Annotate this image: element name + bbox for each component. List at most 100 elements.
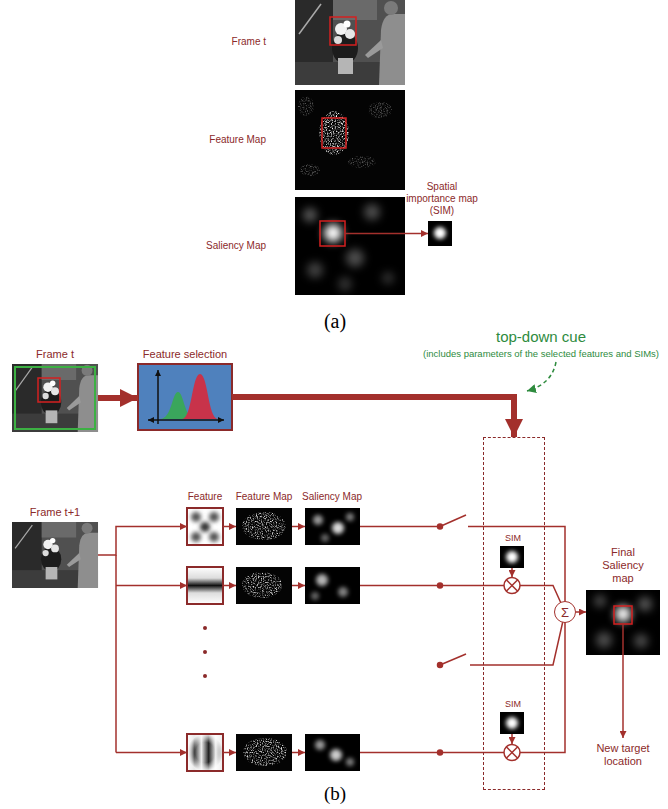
feature-map-image xyxy=(236,508,292,771)
video-frame-image xyxy=(12,364,98,432)
feature-filter xyxy=(200,522,210,532)
feature-map-image xyxy=(236,508,292,545)
saliency-map-image xyxy=(303,208,317,222)
feature-map-image xyxy=(368,102,392,118)
saliency-map-image xyxy=(332,522,344,534)
node-label: Feature selection xyxy=(143,348,227,361)
panel-label: (b) xyxy=(324,783,346,806)
switch-symbol xyxy=(438,750,443,755)
saliency-map-image xyxy=(311,574,348,600)
feature-filter xyxy=(187,508,223,545)
video-frame-image xyxy=(295,0,405,85)
saliency-map-image xyxy=(321,534,329,542)
saliency-map-image xyxy=(330,749,342,761)
importance-map-image xyxy=(428,221,452,246)
signal-wire xyxy=(115,555,117,753)
signal-wire xyxy=(223,568,565,753)
feature-filter: Feature xyxy=(187,508,223,545)
saliency-map-image xyxy=(338,277,352,291)
importance-map-image xyxy=(434,227,446,239)
multiplier-symbol xyxy=(506,580,517,591)
feature-map-image xyxy=(319,111,349,155)
feature-filter xyxy=(191,532,201,542)
saliency-map-image xyxy=(346,758,354,766)
signal-wire xyxy=(292,752,305,754)
feature-map-image xyxy=(295,90,405,190)
node-label: Frame t xyxy=(36,348,74,361)
feature-map: Feature Map xyxy=(236,508,292,545)
saliency-map-image xyxy=(313,513,354,542)
saliency-map-image xyxy=(622,624,624,738)
saliency-map-image xyxy=(382,272,394,284)
video-frame-image xyxy=(38,378,60,402)
saliency-map-image xyxy=(315,740,354,766)
saliency-map-image xyxy=(614,606,632,624)
multiplier-symbol xyxy=(504,745,520,761)
node-label: Final Saliency map xyxy=(590,546,656,586)
thick-arrow xyxy=(232,397,514,437)
feature-map-image xyxy=(295,90,405,190)
signal-wire xyxy=(116,752,187,754)
node-label: Frame t+1 xyxy=(30,506,80,519)
node-label: SIM xyxy=(505,533,521,544)
saliency-map-image xyxy=(594,595,606,607)
saliency-map-image xyxy=(320,221,345,246)
saliency-map-image xyxy=(596,632,612,648)
video-frame-image xyxy=(295,0,405,85)
feature-filter xyxy=(191,512,219,542)
switch-symbol xyxy=(438,583,443,588)
thick-arrow xyxy=(98,395,138,401)
feature-histogram xyxy=(182,374,218,419)
saliency-map-image xyxy=(338,587,348,597)
feature-map-image xyxy=(236,567,292,604)
feature-map-image xyxy=(242,572,282,598)
feature-filter xyxy=(187,734,223,771)
node-label: Saliency Map xyxy=(302,491,362,503)
connector xyxy=(360,527,565,602)
feature-map-image xyxy=(298,96,392,176)
saliency-map-image xyxy=(313,513,354,542)
ellipsis-dots xyxy=(203,650,207,654)
saliency-map-image xyxy=(324,224,342,242)
saliency-map-image xyxy=(303,204,394,291)
saliency-map-image xyxy=(315,740,354,766)
node-label: Feature Map xyxy=(236,491,293,503)
saliency-map-image xyxy=(634,634,648,648)
importance-map: Spatial importance map (SIM) xyxy=(428,221,452,246)
importance-map-image xyxy=(506,717,518,729)
feature-filter xyxy=(187,734,223,771)
multiplier-symbol xyxy=(506,747,517,758)
sum-symbol: Σ xyxy=(555,602,575,622)
saliency-map: Saliency Map xyxy=(305,508,360,545)
feature-selection-box: Feature selection xyxy=(138,364,232,430)
feature-histogram xyxy=(148,419,224,421)
saliency-map-image xyxy=(615,606,631,622)
connector xyxy=(292,526,305,528)
saliency-map-image xyxy=(295,197,405,295)
importance-map: SIM xyxy=(501,713,525,735)
feature-filter xyxy=(187,508,223,545)
saliency-map-image xyxy=(307,262,323,278)
panel-label: (a) xyxy=(324,309,346,333)
video-frame: Frame t+1 xyxy=(12,522,98,588)
video-frame-image xyxy=(330,17,356,45)
video-frame-image xyxy=(12,522,98,588)
feature-map-image xyxy=(319,111,349,155)
cue-leader xyxy=(527,362,556,391)
ellipsis-dots xyxy=(203,674,207,678)
sum-node: Σ xyxy=(554,601,576,623)
signal-wire xyxy=(520,612,565,753)
video-frame-image xyxy=(15,367,95,429)
importance-map-image xyxy=(506,551,518,563)
importance-map-image xyxy=(500,546,524,568)
node-label: Saliency Map xyxy=(186,240,266,252)
feature-map-image xyxy=(300,164,320,176)
saliency-map-image xyxy=(345,233,405,235)
node-label: Feature Map xyxy=(186,134,266,146)
ellipsis-dots xyxy=(203,626,207,630)
node-label: (includes parameters of the selected fea… xyxy=(423,348,659,359)
saliency-map-image xyxy=(346,249,364,267)
switch-symbol xyxy=(438,515,467,755)
multiplier-symbol xyxy=(504,578,520,594)
